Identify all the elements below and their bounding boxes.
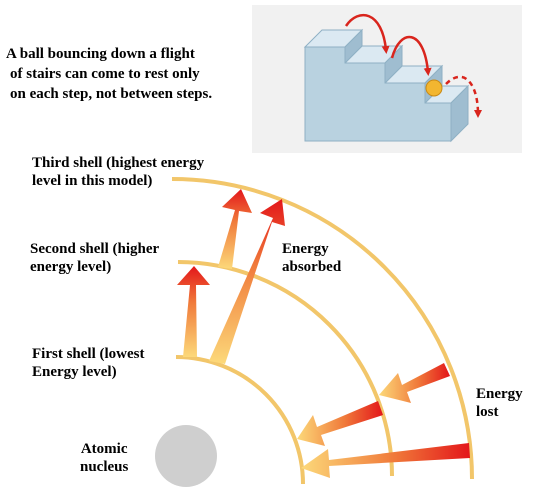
nucleus-label-line-2: nucleus: [80, 459, 129, 475]
ball: [425, 79, 443, 97]
energy-lost-label: Energy lost: [476, 385, 523, 421]
bounce-arrow-2: [390, 36, 432, 76]
lost-arrow-third-to-second: [379, 363, 450, 403]
lost-arrow-third-to-first: [301, 443, 470, 478]
energy-absorbed-label: Energy absorbed: [282, 240, 341, 276]
stairs-caption: A ball bouncing down a flight of stairs …: [6, 44, 212, 104]
lost-arrow-second-to-first: [297, 401, 383, 446]
absorb-arrow-second-to-third: [218, 189, 252, 269]
third-shell-label-line-2: level in this model): [32, 173, 153, 189]
stairs-side-face: [344, 28, 469, 143]
energy-absorbed-label-line-2: absorbed: [282, 259, 342, 275]
stairs-caption-line-2: of stairs can come to rest only: [10, 66, 200, 82]
atomic-nucleus: [155, 425, 217, 487]
nucleus-label: Atomic nucleus: [80, 440, 128, 476]
third-shell-label-line-1: Third shell (highest energy: [32, 155, 205, 171]
first-shell-label: First shell (lowest Energy level): [32, 345, 144, 381]
first-shell-label-line-2: Energy level): [32, 364, 117, 380]
energy-lost-label-line-2: lost: [476, 404, 499, 420]
third-shell-label: Third shell (highest energy level in thi…: [32, 154, 204, 190]
first-shell: [175, 355, 305, 485]
stairs-illustration: [252, 5, 522, 153]
stairs-caption-line-3: on each step, not between steps.: [10, 86, 213, 102]
nucleus-label-line-1: Atomic: [80, 441, 128, 457]
absorb-arrow-first-to-third: [209, 199, 285, 364]
energy-absorbed-label-line-1: Energy: [282, 241, 329, 257]
first-shell-label-line-1: First shell (lowest: [32, 346, 145, 362]
second-shell-label-line-1: Second shell (higher: [30, 241, 160, 257]
absorb-arrow-first-to-second: [177, 266, 210, 357]
stairs-front-face: [304, 46, 452, 142]
energy-lost-label-line-1: Energy: [476, 386, 523, 402]
third-shell: [171, 177, 474, 480]
second-shell-label: Second shell (higher energy level): [30, 240, 159, 276]
stairs-caption-line-1: A ball bouncing down a flight: [6, 46, 195, 62]
second-shell-label-line-2: energy level): [30, 259, 112, 275]
bounce-arrow-1: [344, 13, 390, 54]
